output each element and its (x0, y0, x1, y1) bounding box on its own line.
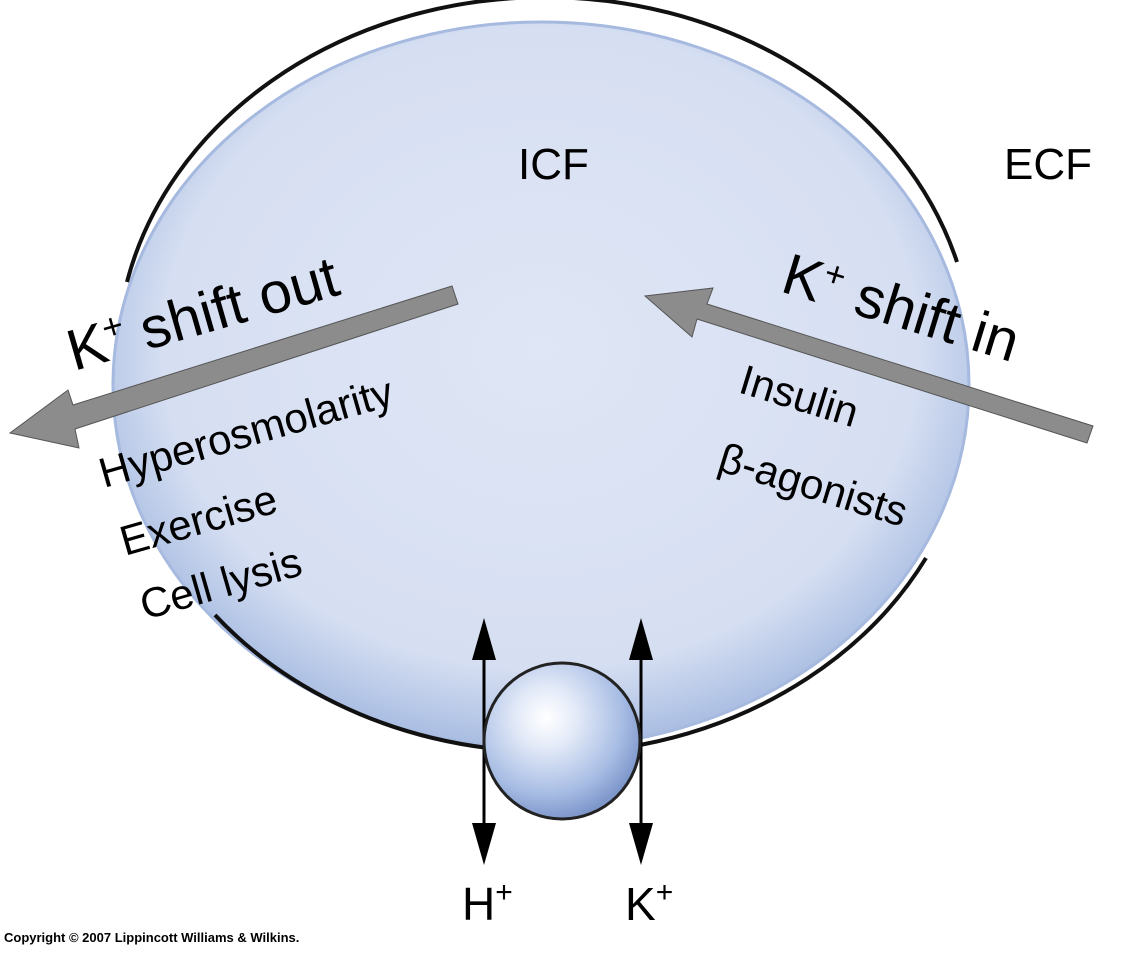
cell-membrane (125, 0, 959, 283)
cell-membrane-lower-left (213, 613, 489, 750)
ecf-label: ECF (1004, 140, 1092, 189)
k-arrow-up (629, 618, 653, 660)
copyright-text: Copyright © 2007 Lippincott Williams & W… (4, 930, 299, 945)
exchanger-sphere (482, 661, 642, 821)
h-arrow-up (472, 618, 496, 660)
shift-in-arrow (643, 287, 1094, 444)
shift-out-arrow (8, 285, 459, 449)
cell-membrane-lower-right (639, 556, 928, 747)
k-arrow-down (629, 823, 653, 865)
h-arrow-down (472, 823, 496, 865)
h-ion-label: H+ (462, 876, 513, 930)
k-ion-label: K+ (625, 876, 673, 930)
icf-label: ICF (518, 140, 589, 189)
